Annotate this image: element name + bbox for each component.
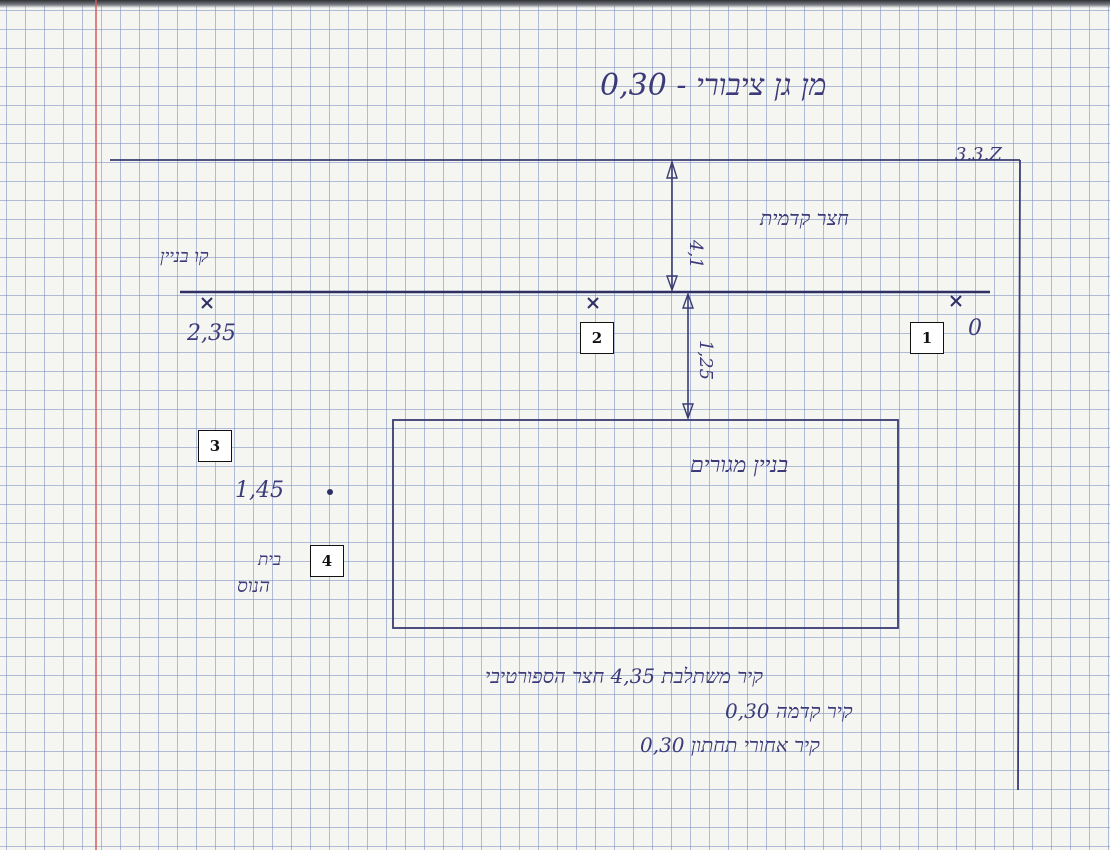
house-outline (392, 419, 899, 629)
house-label: בניין מגורים (690, 453, 788, 478)
scan-top-edge (0, 0, 1110, 8)
front-dimension-value: 4,1 (685, 239, 706, 269)
setback-dimension-arrow-down (682, 403, 694, 421)
header-text: מן גן ציבורי - 0,30 (600, 68, 826, 103)
front-yard-label: חצר קדמית (759, 206, 849, 230)
setback-dimension-value: 1,25 (695, 340, 716, 380)
front-dimension-arrow-up (666, 159, 678, 179)
x-mark-left (201, 297, 213, 309)
x-mark-middle (587, 297, 599, 309)
marker-4: 4 (310, 545, 344, 577)
right-point-value: 0 (968, 316, 982, 341)
note-line-2: קיר קדמה 0,30 (725, 699, 853, 723)
note-line-3: קיר אחורי תחתון 0,30 (640, 733, 820, 757)
marker-2: 2 (580, 322, 614, 354)
marker-3: 3 (198, 430, 232, 462)
setback-dimension-arrow-up (682, 291, 694, 309)
front-dimension-arrow-down (666, 275, 678, 293)
corner-note: 3.3.Z (955, 144, 1002, 165)
beit-label: בית (257, 550, 281, 570)
x-mark-right (950, 295, 962, 307)
elevation-value: 1,45 (235, 478, 284, 503)
marker-1: 1 (910, 322, 944, 354)
lot-right-boundary (1017, 159, 1021, 791)
building-line-label: קו בניין (160, 246, 209, 267)
hamos-label: הנוס (237, 575, 270, 597)
elevation-point (327, 489, 333, 495)
note-line-1: קיר משתלבת 4,35 חצר הספורטיבי (485, 664, 763, 688)
red-margin-line (95, 0, 97, 850)
left-point-value: 2,35 (186, 321, 236, 346)
